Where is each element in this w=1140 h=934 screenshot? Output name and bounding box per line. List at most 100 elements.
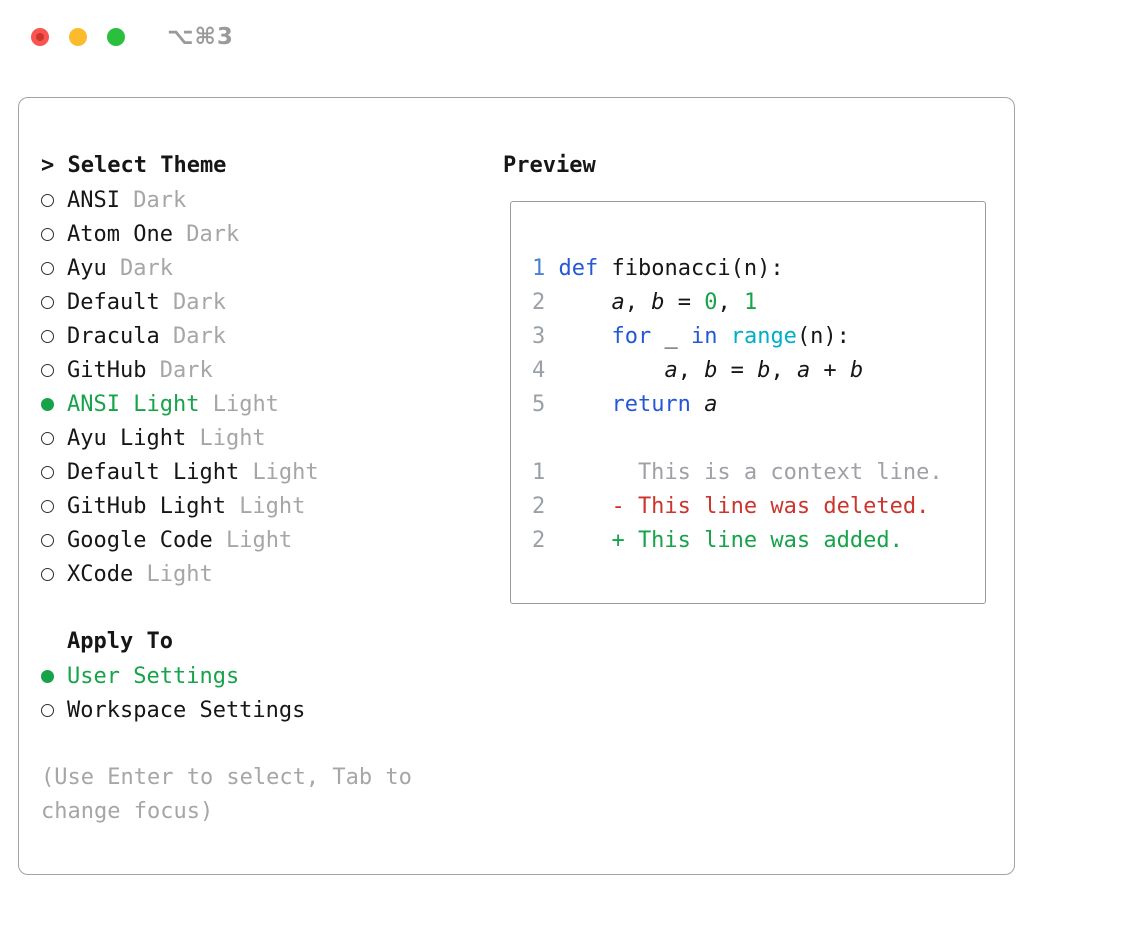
radio-icon <box>41 499 54 513</box>
code-token: range <box>730 324 797 349</box>
line-number: 1 <box>532 256 546 281</box>
zoom-button[interactable] <box>107 28 125 46</box>
line-number: 4 <box>532 358 546 383</box>
code-token: def <box>558 256 599 281</box>
theme-option-default[interactable]: Default Dark <box>41 285 503 319</box>
code-token: b <box>704 358 718 383</box>
theme-option-ansi-light[interactable]: ANSI Light Light <box>41 387 503 421</box>
code-token <box>558 392 611 417</box>
theme-name: Ayu Light <box>67 425 200 451</box>
code-line: 2 - This line was deleted. <box>532 490 985 524</box>
code-line <box>532 422 985 456</box>
code-token: , <box>770 358 797 383</box>
apply-option-user-settings[interactable]: User Settings <box>41 659 503 693</box>
apply-option-workspace-settings[interactable]: Workspace Settings <box>41 693 503 727</box>
code-token: This is a context line. <box>558 460 943 485</box>
hint-line: change focus) <box>41 799 214 824</box>
radio-selected-icon <box>41 669 54 683</box>
code-token: b <box>849 358 864 383</box>
select-theme-title: > Select Theme <box>41 153 227 178</box>
theme-option-ayu[interactable]: Ayu Dark <box>41 251 503 285</box>
apply-to-title: Apply To <box>67 629 173 654</box>
code-line: 2 + This line was added. <box>532 524 985 558</box>
code-token: 0 <box>704 290 718 315</box>
theme-option-github[interactable]: GitHub Dark <box>41 353 503 387</box>
line-number: 2 <box>532 494 546 519</box>
theme-name: Default Light <box>67 459 253 485</box>
theme-name: Atom One <box>67 221 187 247</box>
code-line: 2 a, b = 0, 1 <box>532 286 985 320</box>
theme-variant: Light <box>252 459 319 485</box>
radio-icon <box>41 193 54 207</box>
line-number: 2 <box>532 528 546 553</box>
radio-icon <box>41 261 54 275</box>
theme-option-xcode[interactable]: XCode Light <box>41 557 503 591</box>
theme-name: Ayu <box>67 255 120 281</box>
radio-icon <box>41 431 54 445</box>
code-token: , <box>624 290 652 315</box>
theme-option-ansi[interactable]: ANSI Dark <box>41 183 503 217</box>
theme-option-default-light[interactable]: Default Light Light <box>41 455 503 489</box>
theme-option-dracula[interactable]: Dracula Dark <box>41 319 503 353</box>
code-token: = <box>717 358 758 383</box>
code-token <box>558 358 664 383</box>
code-token: 1 <box>743 290 758 315</box>
minimize-button[interactable] <box>69 28 87 46</box>
radio-icon <box>41 329 54 343</box>
code-token: b <box>651 290 665 315</box>
code-line: 1 This is a context line. <box>532 456 985 490</box>
close-button[interactable] <box>31 28 49 46</box>
code-token: , <box>717 290 744 315</box>
theme-name: Google Code <box>67 527 226 553</box>
theme-variant: Light <box>239 493 306 519</box>
radio-selected-icon <box>41 397 54 411</box>
code-token: (n): <box>796 324 850 349</box>
code-token: in <box>690 324 718 349</box>
code-token: _ <box>651 324 691 349</box>
line-number: 1 <box>532 460 546 485</box>
line-number: 5 <box>532 392 546 417</box>
code-token: a <box>796 358 811 383</box>
code-token: + <box>810 358 850 383</box>
theme-name: Default <box>67 289 173 315</box>
radio-icon <box>41 363 54 377</box>
keyboard-shortcut-label: ⌥⌘3 <box>167 24 234 50</box>
code-line: 4 a, b = b, a + b <box>532 354 985 388</box>
theme-variant: Dark <box>133 187 187 213</box>
code-token: fibonacci(n): <box>598 256 784 281</box>
hint-line: (Use Enter to select, Tab to <box>41 765 412 790</box>
radio-icon <box>41 295 54 309</box>
theme-variant: Light <box>212 391 279 417</box>
theme-option-google-code[interactable]: Google Code Light <box>41 523 503 557</box>
theme-name: XCode <box>67 561 147 587</box>
code-token: , <box>677 358 705 383</box>
theme-name: ANSI Light <box>67 391 213 417</box>
line-number: 3 <box>532 324 546 349</box>
radio-icon <box>41 465 54 479</box>
code-token: = <box>664 290 705 315</box>
code-token <box>558 324 611 349</box>
theme-variant: Light <box>146 561 213 587</box>
theme-option-ayu-light[interactable]: Ayu Light Light <box>41 421 503 455</box>
theme-variant: Light <box>225 527 293 553</box>
code-token: - This line was deleted. <box>558 494 930 519</box>
theme-option-atom-one[interactable]: Atom One Dark <box>41 217 503 251</box>
theme-name: Dracula <box>67 323 173 349</box>
radio-icon <box>41 533 54 547</box>
theme-name: ANSI <box>67 187 134 213</box>
code-line: 5 return a <box>532 388 985 422</box>
theme-variant: Dark <box>172 289 226 315</box>
radio-icon <box>41 703 54 717</box>
theme-option-github-light[interactable]: GitHub Light Light <box>41 489 503 523</box>
theme-name: GitHub <box>67 357 160 383</box>
theme-variant: Light <box>199 425 266 451</box>
radio-icon <box>41 567 54 581</box>
theme-name: GitHub Light <box>67 493 240 519</box>
titlebar: ⌥⌘3 <box>31 24 234 50</box>
theme-variant: Dark <box>172 323 226 349</box>
